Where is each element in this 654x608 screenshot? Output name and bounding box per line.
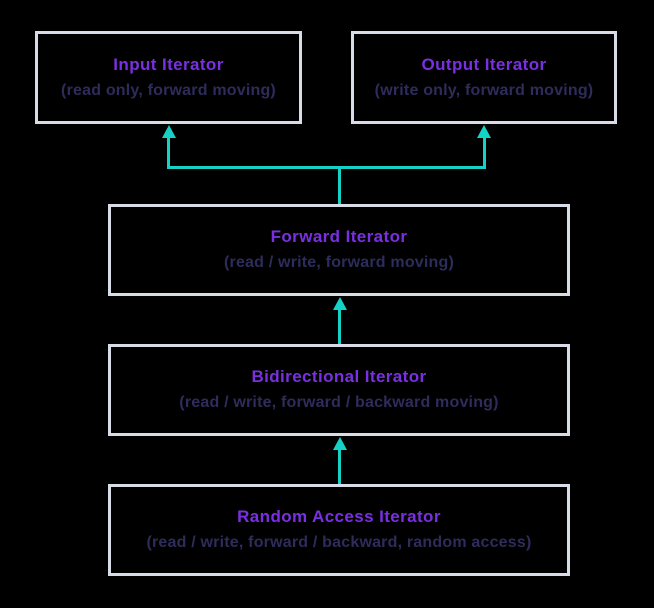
- node-input-iterator: Input Iterator (read only, forward movin…: [35, 31, 302, 124]
- node-title: Bidirectional Iterator: [251, 367, 427, 387]
- arrowhead-to-forward-icon: [333, 297, 347, 310]
- node-subtitle: (read / write, forward moving): [223, 254, 455, 272]
- node-title: Random Access Iterator: [237, 507, 441, 527]
- arrow-riser-to-output: [483, 137, 486, 169]
- arrow-branch-horizontal: [167, 166, 486, 169]
- arrow-riser-to-input: [167, 137, 170, 169]
- arrow-stem-random-to-bidirectional: [338, 448, 341, 484]
- node-title: Output Iterator: [421, 54, 547, 74]
- node-title: Forward Iterator: [270, 227, 408, 247]
- arrowhead-to-output-icon: [477, 125, 491, 138]
- arrow-stem-bidirectional-to-forward: [338, 308, 341, 344]
- node-bidirectional-iterator: Bidirectional Iterator (read / write, fo…: [108, 344, 570, 436]
- arrowhead-to-bidirectional-icon: [333, 437, 347, 450]
- arrowhead-to-input-icon: [162, 125, 176, 138]
- node-random-access-iterator: Random Access Iterator (read / write, fo…: [108, 484, 570, 576]
- arrow-stem-forward-to-branch: [338, 166, 341, 204]
- node-subtitle: (write only, forward moving): [374, 81, 594, 99]
- node-subtitle: (read / write, forward / backward moving…: [179, 394, 499, 412]
- node-output-iterator: Output Iterator (write only, forward mov…: [351, 31, 617, 124]
- node-subtitle: (read only, forward moving): [61, 81, 276, 99]
- node-forward-iterator: Forward Iterator (read / write, forward …: [108, 204, 570, 296]
- node-title: Input Iterator: [113, 54, 224, 74]
- node-subtitle: (read / write, forward / backward, rando…: [146, 534, 532, 552]
